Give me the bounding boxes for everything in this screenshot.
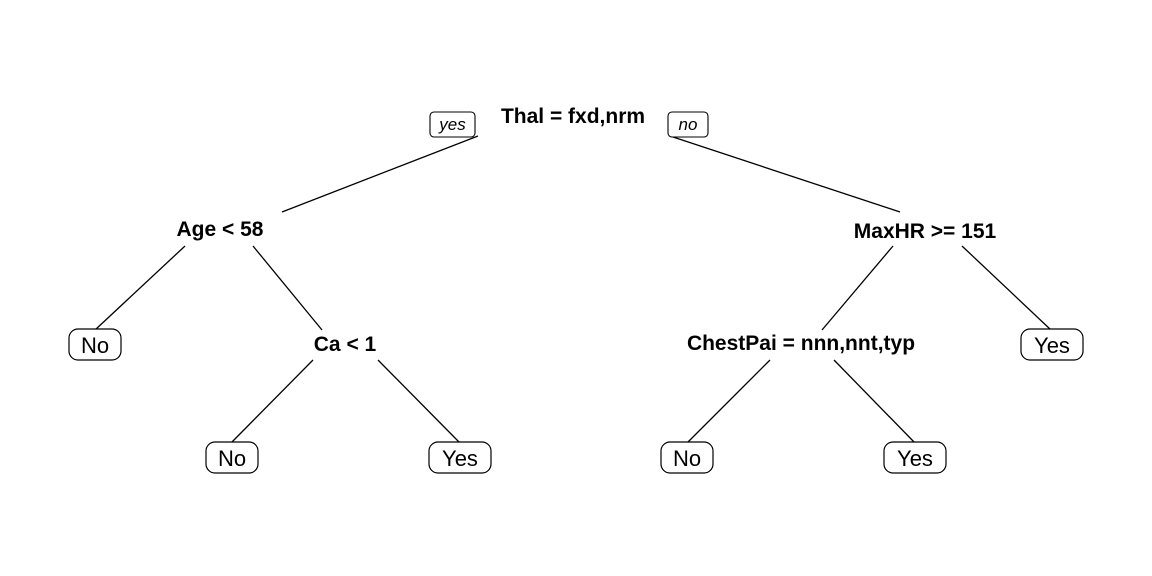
leaf-chestpai-yes-label: Yes [897,446,933,471]
leaf-chestpai-yes: Yes [883,441,947,474]
leaf-age-no: No [68,328,122,361]
branch-yes-label: yes [429,111,476,138]
branch-no-label: no [667,111,709,138]
ca-split-label: Ca < 1 [314,333,377,356]
leaf-maxhr-yes: Yes [1020,328,1084,361]
root-split-label: Thal = fxd,nrm [501,105,645,128]
edge-maxhr-to-yes [961,245,1052,331]
age-split-label: Age < 58 [177,218,264,241]
leaf-chestpai-no: No [660,441,714,474]
leaf-ca-no-label: No [218,446,246,471]
leaf-age-no-label: No [81,333,109,358]
edge-maxhr-to-chestpai [821,245,894,331]
leaf-ca-no: No [205,441,259,474]
edge-root-to-maxhr [669,135,901,213]
chestpai-split-label: ChestPai = nnn,nnt,typ [687,332,915,355]
edge-ca-to-no [230,359,314,444]
edge-root-to-age [281,135,479,213]
leaf-ca-yes-label: Yes [442,446,478,471]
edge-age-to-no [94,245,186,331]
edge-chestpai-to-yes [833,359,916,444]
edge-ca-to-yes [377,359,461,444]
edge-chestpai-to-no [686,359,771,444]
branch-yes-text: yes [438,115,466,134]
tree-edges [94,135,1052,444]
edge-age-to-ca [252,245,323,331]
maxhr-split-label: MaxHR >= 151 [854,220,997,243]
branch-no-text: no [679,115,698,134]
leaf-maxhr-yes-label: Yes [1034,333,1070,358]
leaf-chestpai-no-label: No [673,446,701,471]
leaf-ca-yes: Yes [428,441,492,474]
